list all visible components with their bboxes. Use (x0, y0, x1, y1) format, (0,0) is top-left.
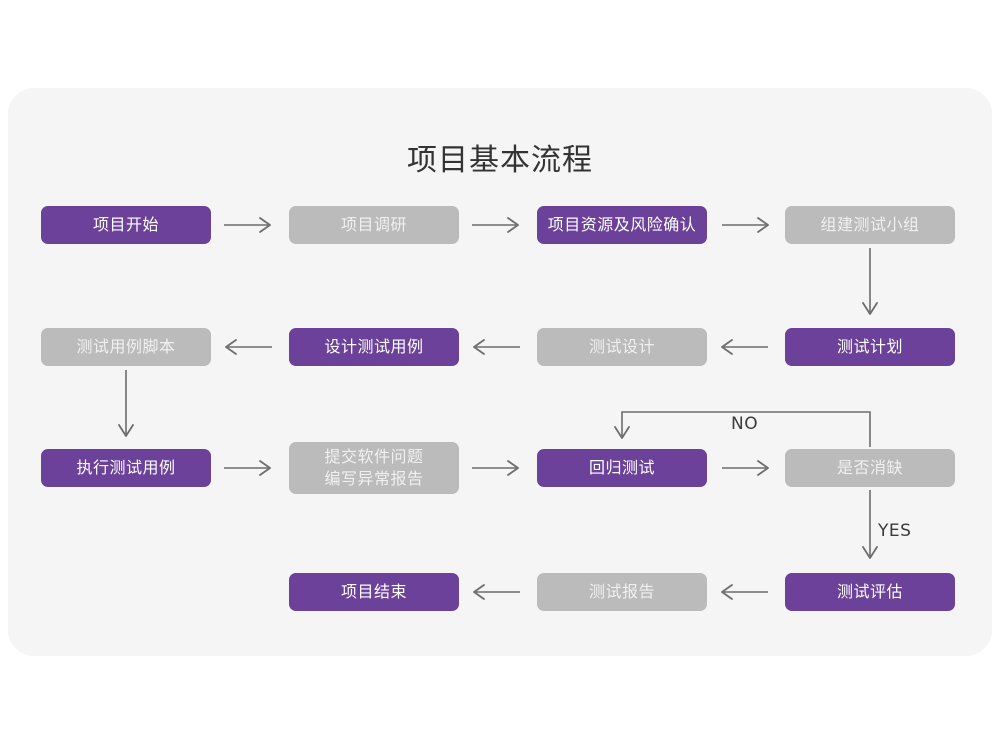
edge-label-yes: YES (878, 521, 912, 541)
node-test-plan[interactable]: 测试计划 (785, 328, 955, 366)
node-form-test-team[interactable]: 组建测试小组 (785, 206, 955, 244)
node-design-test-case[interactable]: 设计测试用例 (289, 328, 459, 366)
edge-label-no: NO (731, 414, 759, 434)
node-test-case-script[interactable]: 测试用例脚本 (41, 328, 211, 366)
node-regression-test[interactable]: 回归测试 (537, 449, 707, 487)
node-test-evaluation[interactable]: 测试评估 (785, 573, 955, 611)
page-title: 项目基本流程 (407, 143, 593, 178)
flowchart-card (8, 88, 992, 656)
node-project-start[interactable]: 项目开始 (41, 206, 211, 244)
node-project-research[interactable]: 项目调研 (289, 206, 459, 244)
node-test-design[interactable]: 测试设计 (537, 328, 707, 366)
node-test-report[interactable]: 测试报告 (537, 573, 707, 611)
node-resource-risk-confirm[interactable]: 项目资源及风险确认 (537, 206, 707, 244)
node-project-end[interactable]: 项目结束 (289, 573, 459, 611)
node-submit-issue-report[interactable]: 提交软件问题 编写异常报告 (289, 442, 459, 494)
node-execute-test-case[interactable]: 执行测试用例 (41, 449, 211, 487)
node-defect-cleared-decision[interactable]: 是否消缺 (785, 449, 955, 487)
